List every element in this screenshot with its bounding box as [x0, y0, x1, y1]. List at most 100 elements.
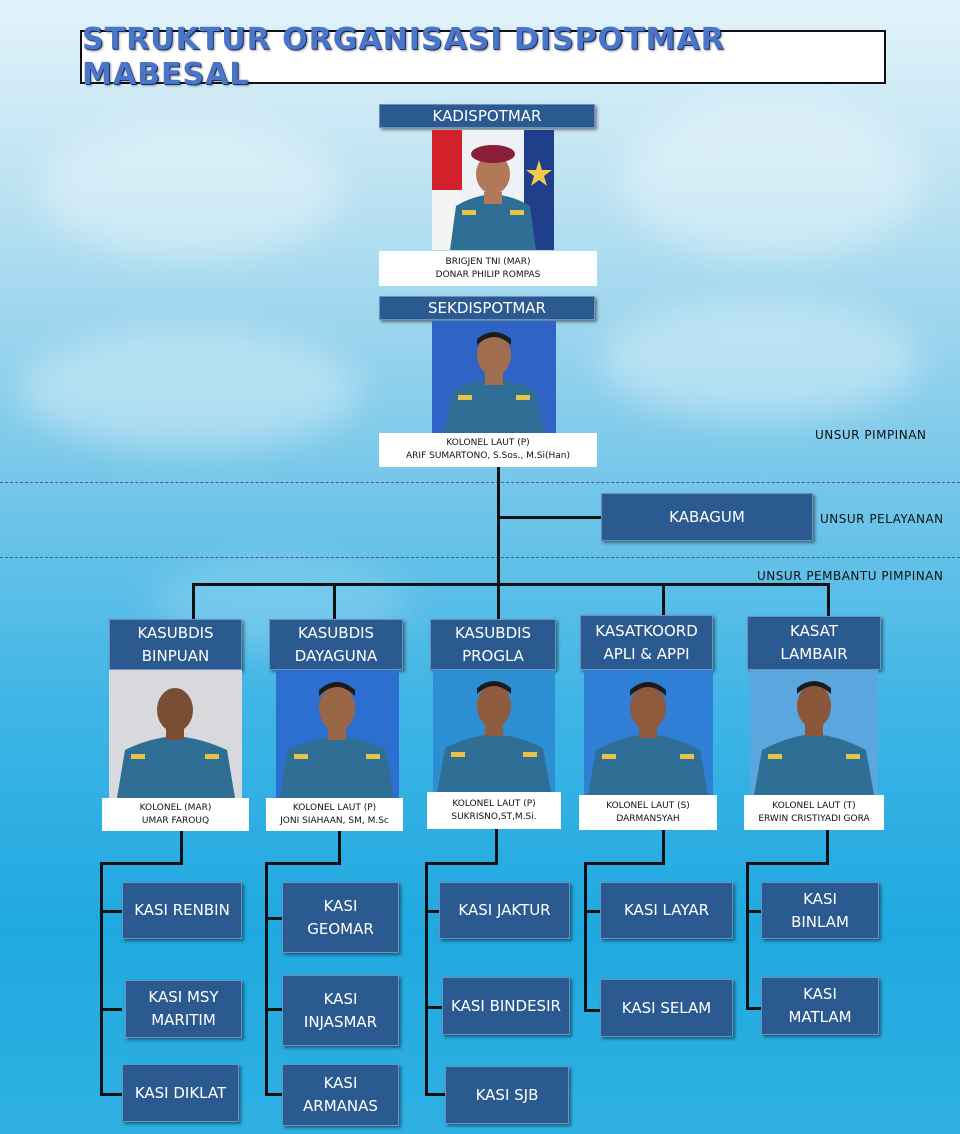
connector-apli-kasi-2	[584, 1009, 600, 1012]
unit-progla-photo	[433, 670, 555, 792]
connector-progla-kasi-3	[425, 1093, 445, 1096]
connector-dayaguna-spine	[265, 862, 268, 1096]
connector-dayaguna-elbow	[265, 862, 341, 865]
unit-apli-title-box: KASATKOORD APLI & APPI	[580, 615, 713, 670]
connector-horizontal-units	[192, 583, 830, 586]
sekdispotmar-title-box: SEKDISPOTMAR	[379, 296, 595, 320]
connector-dayaguna-kasi-3	[265, 1093, 282, 1096]
unit-apli-name: DARMANSYAH	[616, 813, 680, 824]
unit-progla-title-box: KASUBDIS PROGLA	[430, 619, 556, 670]
kasi-layar-box: KASI LAYAR	[600, 882, 733, 939]
kasi-selam: KASI SELAM	[621, 998, 712, 1017]
kasi-renbin: KASI RENBIN	[134, 901, 230, 919]
connector-dayaguna	[333, 583, 336, 619]
kasi-layar: KASI LAYAR	[623, 901, 710, 919]
unit-apli-title: KASATKOORD APLI & APPI	[595, 621, 698, 663]
unit-dayaguna-photo	[276, 670, 399, 798]
connector-lambair-kasi-1	[746, 910, 761, 913]
kasi-armanas-box: KASI ARMANAS	[282, 1064, 399, 1126]
kadispotmar-rank: BRIGJEN TNI (MAR)	[445, 256, 531, 267]
sekdispotmar-title: SEKDISPOTMAR	[428, 299, 546, 317]
unit-apli-photo	[584, 670, 713, 795]
unit-dayaguna-namebox: KOLONEL LAUT (P) JONI SIAHAAN, SM, M.Sc	[266, 798, 403, 831]
kasi-msy-maritim-box: KASI MSY MARITIM	[125, 980, 242, 1038]
connector-binpuan-kasi-2	[100, 1008, 122, 1011]
unit-lambair-title: KASAT LAMBAIR	[780, 622, 848, 663]
unit-lambair-name: ERWIN CRISTIYADI GORA	[758, 813, 870, 824]
kasi-binlam: KASI BINLAM	[791, 889, 849, 931]
kasi-geomar-box: KASI GEOMAR	[282, 882, 399, 953]
unit-lambair-namebox: KOLONEL LAUT (T) ERWIN CRISTIYADI GORA	[744, 795, 884, 830]
kasi-jaktur-box: KASI JAKTUR	[439, 882, 570, 939]
connector-progla-kasi-2	[425, 1006, 442, 1009]
kasi-matlam-box: KASI MATLAM	[761, 977, 879, 1035]
kasi-sjb: KASI SJB	[475, 1085, 539, 1104]
kasi-matlam: KASI MATLAM	[788, 985, 852, 1026]
unit-lambair-photo	[750, 670, 878, 795]
kadispotmar-name: DONAR PHILIP ROMPAS	[435, 269, 541, 280]
connector-lambair-down	[826, 830, 829, 864]
label-unsur-pelayanan: UNSUR PELAYANAN	[820, 512, 944, 526]
kabagum-label: KABAGUM	[669, 508, 745, 526]
kasi-binlam-box: KASI BINLAM	[761, 882, 879, 939]
kasi-bindesir: KASI BINDESIR	[451, 996, 561, 1015]
unit-progla-title: KASUBDIS PROGLA	[454, 623, 532, 665]
separator-pelayanan	[0, 557, 960, 558]
kadispotmar-photo	[432, 130, 554, 250]
unit-apli-namebox: KOLONEL LAUT (S) DARMANSYAH	[579, 795, 717, 830]
connector-dayaguna-down	[338, 831, 341, 864]
kasi-jaktur: KASI JAKTUR	[458, 901, 551, 919]
unit-binpuan-name: UMAR FAROUQ	[141, 815, 210, 826]
kadispotmar-title-box: KADISPOTMAR	[379, 104, 595, 128]
label-unsur-pembantu-pimpinan: UNSUR PEMBANTU PIMPINAN	[757, 569, 944, 583]
unit-binpuan-photo	[109, 670, 242, 798]
connector-apli	[662, 583, 665, 615]
kadispotmar-title: KADISPOTMAR	[432, 107, 542, 125]
chart-title-box: STRUKTUR ORGANISASI DISPOTMAR MABESAL	[80, 22, 886, 92]
unit-apli-rank: KOLONEL LAUT (S)	[606, 800, 690, 811]
connector-binpuan-down	[180, 831, 183, 864]
connector-binpuan-kasi-1	[100, 910, 122, 913]
chart-title: STRUKTUR ORGANISASI DISPOTMAR MABESAL	[82, 22, 725, 92]
unit-lambair-title-box: KASAT LAMBAIR	[747, 616, 881, 670]
connector-progla-kasi-1	[425, 910, 439, 913]
connector-apli-spine	[584, 862, 587, 1012]
kasi-injasmar: KASI INJASMAR	[303, 989, 378, 1031]
connector-progla-spine	[425, 862, 428, 1096]
connector-lambair	[827, 583, 830, 619]
connector-progla-down	[495, 829, 498, 864]
connector-trunk	[497, 467, 500, 585]
connector-apli-elbow	[584, 862, 665, 865]
kasi-sjb-box: KASI SJB	[445, 1066, 569, 1124]
unit-binpuan-title: KASUBDIS BINPUAN	[137, 623, 214, 665]
unit-binpuan-title-box: KASUBDIS BINPUAN	[109, 619, 242, 670]
kadispotmar-namebox: BRIGJEN TNI (MAR) DONAR PHILIP ROMPAS	[379, 251, 597, 286]
kasi-diklat-box: KASI DIKLAT	[122, 1064, 239, 1122]
sekdispotmar-photo	[432, 321, 556, 433]
connector-lambair-elbow	[746, 862, 829, 865]
unit-progla-rank: KOLONEL LAUT (P)	[452, 798, 536, 809]
connector-apli-kasi-1	[584, 910, 600, 913]
connector-lambair-kasi-2	[746, 1007, 761, 1010]
connector-progla	[497, 583, 500, 619]
kasi-geomar: KASI GEOMAR	[307, 896, 374, 938]
sekdispotmar-rank: KOLONEL LAUT (P)	[446, 438, 530, 448]
connector-kabagum	[497, 516, 602, 519]
connector-binpuan-kasi-3	[100, 1093, 122, 1096]
connector-binpuan-spine	[100, 862, 103, 1096]
unit-dayaguna-rank: KOLONEL LAUT (P)	[292, 802, 377, 813]
unit-dayaguna-title-box: KASUBDIS DAYAGUNA	[269, 619, 403, 670]
unit-lambair-rank: KOLONEL LAUT (T)	[772, 800, 856, 811]
kasi-renbin-box: KASI RENBIN	[122, 882, 242, 939]
connector-apli-down	[662, 830, 665, 864]
connector-progla-elbow	[425, 862, 498, 865]
kasi-armanas: KASI ARMANAS	[303, 1074, 378, 1115]
connector-dayaguna-kasi-2	[265, 1008, 282, 1011]
sekdispotmar-namebox: KOLONEL LAUT (P) ARIF SUMARTONO, S.Sos.,…	[379, 433, 597, 467]
connector-binpuan	[192, 583, 195, 619]
kabagum-box: KABAGUM	[601, 493, 813, 541]
kasi-injasmar-box: KASI INJASMAR	[282, 975, 399, 1046]
unit-progla-namebox: KOLONEL LAUT (P) SUKRISNO,ST,M.Si.	[427, 792, 561, 829]
sekdispotmar-name: ARIF SUMARTONO, S.Sos., M.Si(Han)	[406, 451, 570, 461]
unit-dayaguna-name: JONI SIAHAAN, SM, M.Sc	[280, 815, 389, 826]
